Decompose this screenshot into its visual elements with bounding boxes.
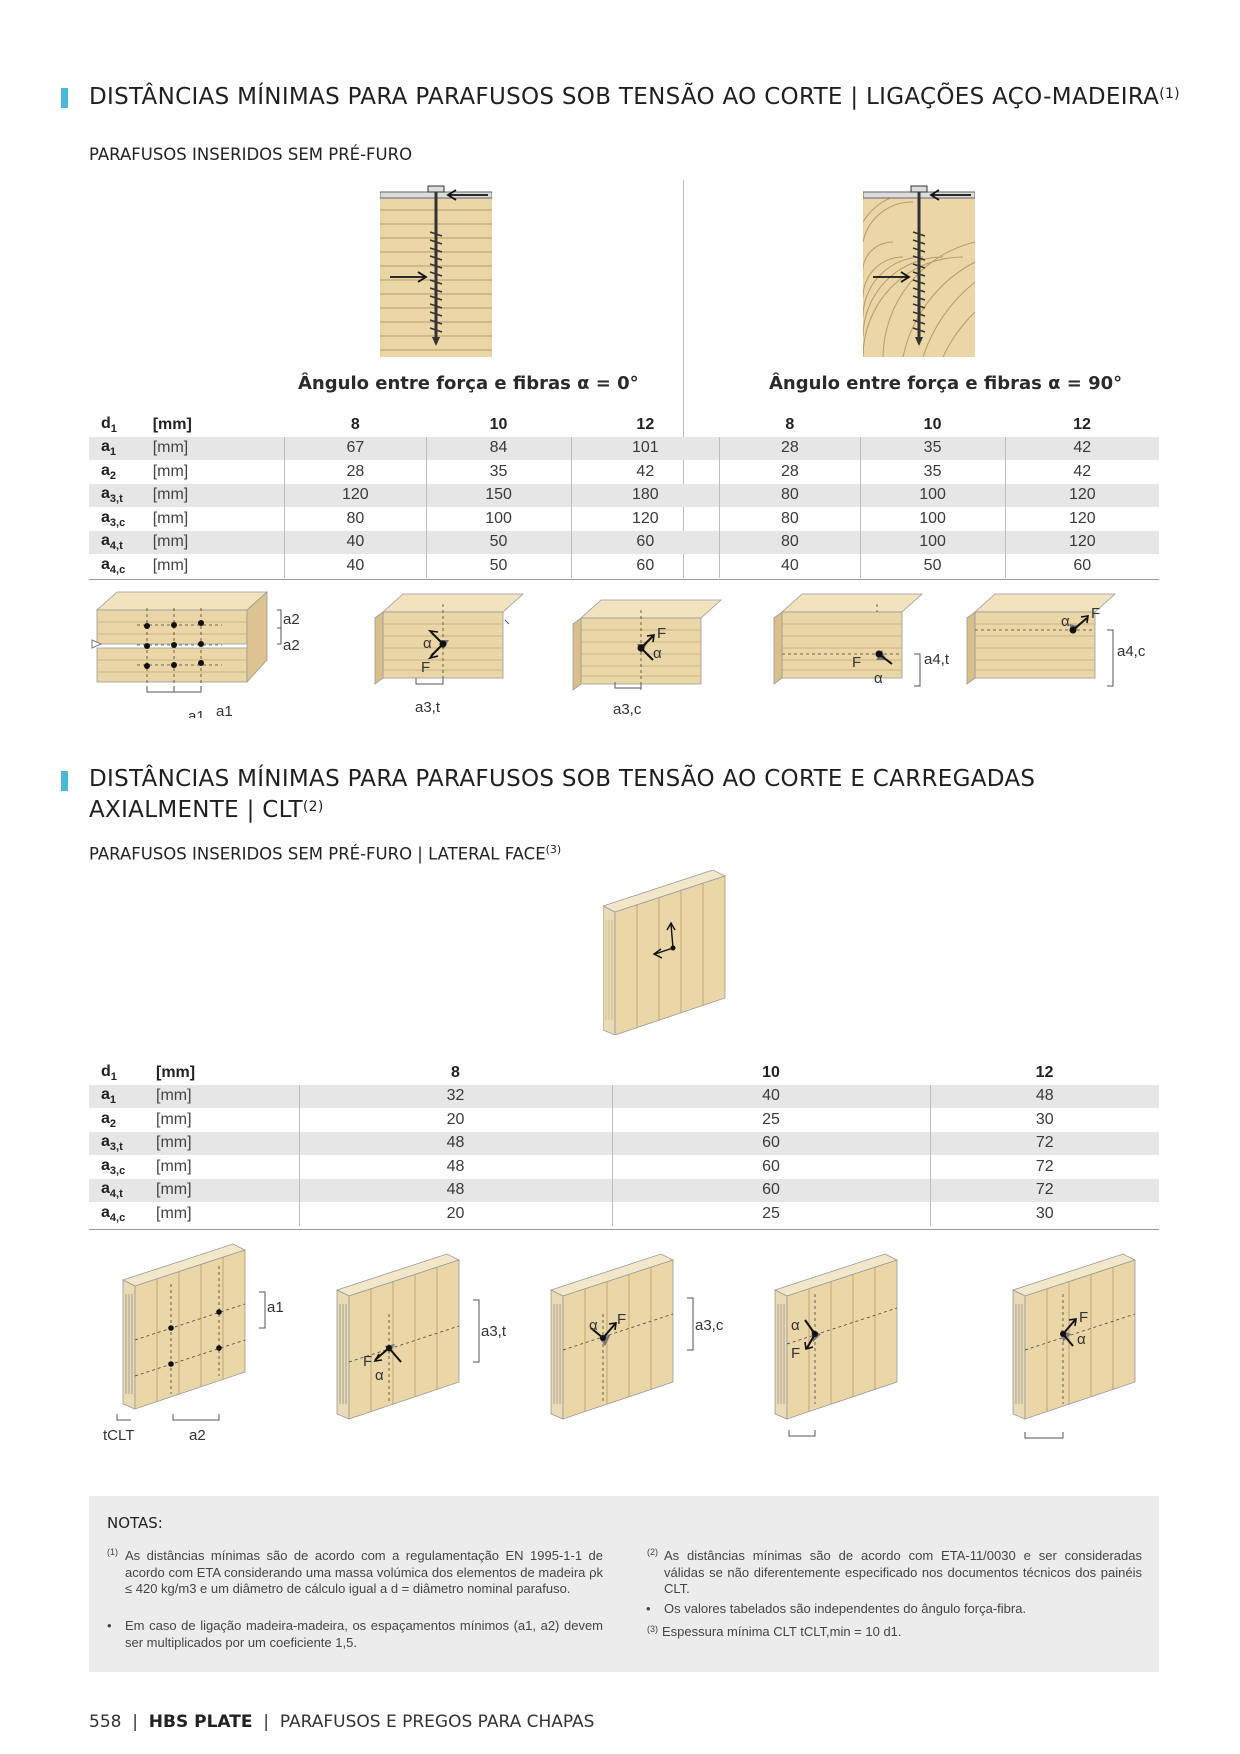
svg-text:a3,c: a3,c: [613, 701, 642, 718]
table-row: a3,c [mm] 80 100 120 80 100 120: [89, 507, 1159, 531]
svg-text:F: F: [852, 654, 861, 671]
note-1-bullet: Em caso de ligação madeira-madeira, os e…: [107, 1618, 603, 1651]
table-divider: [683, 180, 684, 578]
table-row: a1 [mm] 67 84 101 28 35 42: [89, 436, 1159, 460]
svg-text:tCLT: tCLT: [103, 1427, 134, 1440]
section-name: PARAFUSOS E PREGOS PARA CHAPAS: [279, 1712, 595, 1732]
table-row: a3,t [mm] 120 150 180 80 100 120: [89, 483, 1159, 507]
svg-text:α: α: [874, 670, 883, 687]
svg-text:a1: a1: [267, 1299, 284, 1316]
svg-text:a2: a2: [283, 637, 300, 654]
svg-text:α: α: [423, 635, 432, 652]
note-1: As distâncias mínimas são de acordo com …: [125, 1548, 603, 1596]
svg-text:α: α: [375, 1367, 384, 1384]
clt-panel-illustration: [603, 870, 727, 1035]
note-3-mark: (3): [647, 1624, 658, 1634]
svg-text:F: F: [1091, 605, 1100, 622]
clt-diagram-a3c: F α a3,c: [550, 1253, 724, 1420]
table-row: a3,t [mm] 48 60 72: [89, 1131, 1159, 1155]
page-footer: 558 | HBS PLATE | PARAFUSOS E PREGOS PAR…: [89, 1712, 595, 1732]
svg-text:a2: a2: [283, 611, 300, 628]
svg-text:a3,c: a3,c: [695, 1317, 724, 1334]
note-2: As distâncias mínimas são de acordo com …: [664, 1548, 1142, 1596]
caption-angle-0: Ângulo entre força e fibras α = 0°: [298, 373, 639, 394]
section-marker: [61, 771, 68, 791]
diagram-a4c: F α a4,c: [966, 593, 1146, 687]
caption-angle-90: Ângulo entre força e fibras α = 90°: [769, 373, 1123, 394]
svg-text:α: α: [589, 1317, 598, 1334]
note-3: Espessura mínima CLT tCLT,min = 10 d1.: [662, 1624, 902, 1639]
note-2-bullet: Os valores tabelados são independentes d…: [646, 1601, 1142, 1618]
svg-text:a3,t: a3,t: [415, 699, 441, 716]
svg-text:F: F: [1079, 1309, 1088, 1326]
section1-subtitle: PARAFUSOS INSERIDOS SEM PRÉ-FURO: [89, 145, 413, 164]
clt-diagram-a1-a2: a1 a2 tCLT: [103, 1243, 284, 1440]
svg-text:a1: a1: [216, 703, 233, 718]
section-marker: [61, 88, 68, 108]
table-bottom-rule: [89, 579, 1159, 580]
note-1-mark: (1): [107, 1547, 118, 1557]
svg-text:a4,t: a4,t: [924, 651, 950, 668]
screw-diagram-perpendicular: [863, 185, 975, 357]
table-row: a2 [mm] 28 35 42 28 35 42: [89, 460, 1159, 484]
svg-text:a2: a2: [189, 1427, 206, 1440]
svg-text:a4,c: a4,c: [1117, 643, 1146, 660]
clt-diagrams-row: a1 a2 tCLT F α a3,t F α a3,c: [103, 1243, 1136, 1440]
table-row: a4,c [mm] 40 50 60 40 50 60: [89, 554, 1159, 578]
distance-table-2: d1 [mm] 8 10 12 a1 [mm] 32 40 48 a2 [mm]…: [89, 1061, 1159, 1226]
svg-text:α: α: [791, 1317, 800, 1334]
svg-text:α: α: [1061, 613, 1070, 630]
timber-diagrams-row: a2 a2 a1 a1 α F a3,t F α a3,c: [91, 591, 1146, 718]
table-row: a4,c [mm] 20 25 30: [89, 1202, 1159, 1226]
svg-text:a4,t: a4,t: [795, 1439, 821, 1440]
svg-text:F: F: [657, 625, 666, 642]
clt-diagram-a4t: α F a4,t: [774, 1253, 898, 1440]
page-number: 558: [89, 1712, 122, 1732]
svg-text:α: α: [653, 645, 662, 662]
svg-text:a3,t: a3,t: [481, 1323, 507, 1340]
svg-text:α: α: [1077, 1331, 1086, 1348]
svg-text:F: F: [617, 1311, 626, 1328]
table-bottom-rule: [89, 1229, 1159, 1230]
product-name: HBS PLATE: [148, 1712, 253, 1732]
diagram-a3t: α F a3,t: [374, 593, 524, 716]
notes-box: NOTAS: (1) As distâncias mínimas são de …: [89, 1496, 1159, 1672]
clt-diagram-a4c: F α a4,c: [1012, 1253, 1136, 1440]
svg-text:F: F: [363, 1353, 372, 1370]
table-row: a3,c [mm] 48 60 72: [89, 1155, 1159, 1179]
table-header: d1 [mm] 8 10 12: [101, 1062, 1054, 1083]
table-row: a2 [mm] 20 25 30: [89, 1108, 1159, 1132]
section1-title: DISTÂNCIAS MÍNIMAS PARA PARAFUSOS SOB TE…: [89, 84, 1180, 110]
distance-table-1: d1 [mm] 8 10 12 8 10 12 a1 [mm] 67 84 10…: [89, 413, 1159, 578]
section2-subtitle: PARAFUSOS INSERIDOS SEM PRÉ-FURO | LATER…: [89, 843, 562, 864]
table-row: a4,t [mm] 48 60 72: [89, 1178, 1159, 1202]
svg-text:a1: a1: [188, 708, 205, 718]
table-row: a1 [mm] 32 40 48: [89, 1084, 1159, 1108]
svg-text:F: F: [791, 1345, 800, 1362]
svg-text:F: F: [421, 659, 430, 676]
section2-title: DISTÂNCIAS MÍNIMAS PARA PARAFUSOS SOB TE…: [89, 766, 1036, 823]
screw-diagram-parallel: [380, 185, 492, 357]
diagram-a3c: F α a3,c: [572, 599, 722, 718]
notes-title: NOTAS:: [107, 1514, 163, 1532]
diagram-a1-a2: a2 a2 a1 a1: [91, 591, 300, 718]
clt-diagram-a3t: F α a3,t: [336, 1253, 507, 1420]
diagram-a4t: F α a4,t: [773, 593, 950, 687]
table-row: a4,t [mm] 40 50 60 80 100 120: [89, 530, 1159, 554]
table-header: d1 [mm] 8 10 12 8 10 12: [101, 414, 1091, 435]
svg-text:a4,c: a4,c: [1041, 1439, 1070, 1440]
note-2-mark: (2): [647, 1547, 658, 1557]
